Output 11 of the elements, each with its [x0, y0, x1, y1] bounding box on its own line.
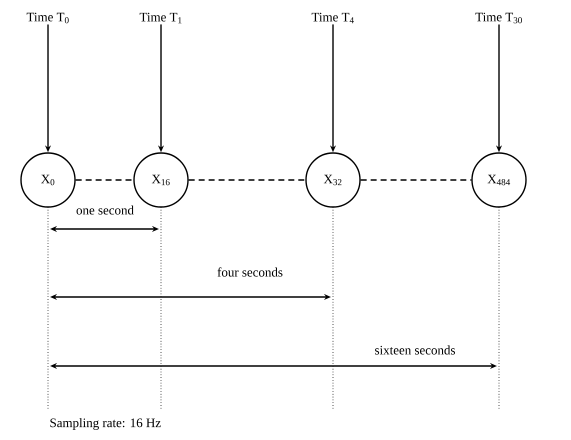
time-label: Time T$_{0}$ — [26, 12, 69, 24]
time-label: Time T$_{1}$ — [140, 12, 182, 24]
dimension-label: one second — [76, 205, 134, 215]
time-label: Time T$_{30}$ — [475, 12, 522, 24]
dimension-label: four seconds — [218, 267, 282, 277]
connector-line — [360, 179, 472, 181]
connector-line — [76, 179, 134, 181]
connector-line — [188, 179, 306, 181]
dimension-label: sixteen seconds — [375, 345, 455, 355]
note: Sampling rate: 16 Hz — [50, 418, 161, 430]
time-label: Time T$_{4}$ — [312, 12, 354, 24]
